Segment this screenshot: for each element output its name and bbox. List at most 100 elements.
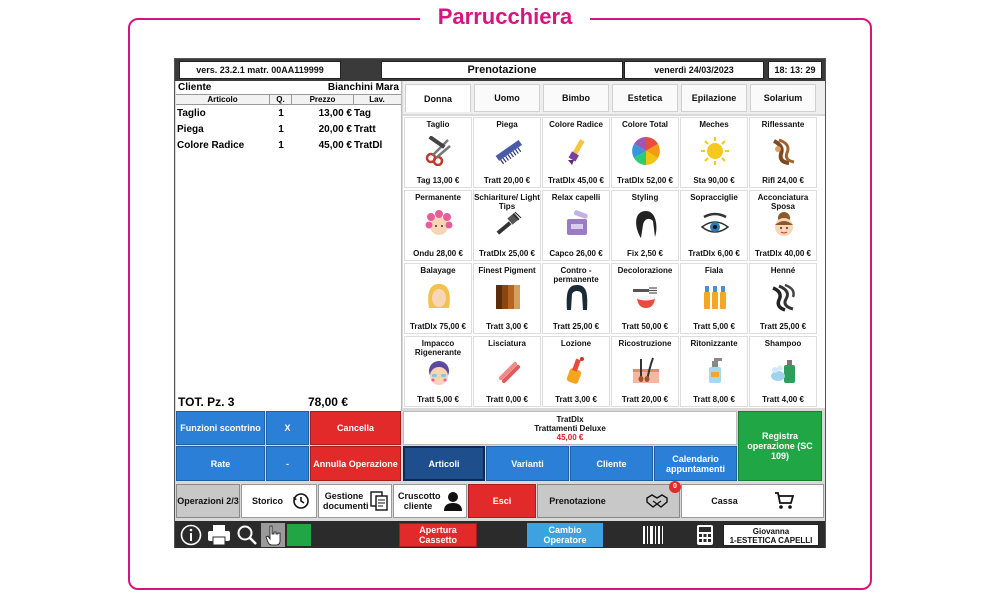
item-lav: Tag	[354, 108, 372, 119]
product-impacco-rigenerante[interactable]: Impacco Rigenerante Tratt 5,00 €	[404, 336, 472, 407]
ticket-header: Articolo Q. Prezzo Lav.	[176, 94, 401, 105]
operator-role: 1-ESTETICA CAPELLI	[729, 536, 813, 545]
storico-label: Storico	[252, 496, 284, 506]
operazioni-button[interactable]: Operazioni 2/3	[176, 484, 240, 518]
product-styling[interactable]: Styling Fix 2,50 €	[611, 190, 679, 261]
product-lisciatura[interactable]: Lisciatura Tratt 0,00 €	[473, 336, 541, 407]
selected-item-price: 45,00 €	[556, 433, 584, 442]
product-colore-total[interactable]: Colore Total TratDlx 52,00 €	[611, 117, 679, 188]
item-qty: 1	[278, 140, 284, 151]
product-sopracciglie[interactable]: Sopracciglie TratDlx 6,00 €	[680, 190, 748, 261]
col-prezzo: Prezzo	[292, 95, 354, 104]
hand-pointer-icon	[265, 525, 281, 546]
product-permanente[interactable]: Permanente Ondu 28,00 €	[404, 190, 472, 261]
product-taglio[interactable]: Taglio Tag 13,00 €	[404, 117, 472, 188]
product-contro-permanente[interactable]: Contro - permanente Tratt 25,00 €	[542, 263, 610, 334]
mask-face-icon	[429, 361, 449, 385]
product-balayage[interactable]: Balayage TratDlx 75,00 €	[404, 263, 472, 334]
selected-item-name: Trattamenti Deluxe	[534, 424, 606, 433]
selected-item-info: TratDlx Trattamenti Deluxe 45,00 €	[403, 411, 737, 445]
cruscotto-cliente-label: Cruscotto cliente	[398, 491, 441, 511]
item-qty: 1	[278, 124, 284, 135]
product-ritonizzante[interactable]: Ritonizzante Tratt 8,00 €	[680, 336, 748, 407]
pump-bottle-icon	[709, 358, 722, 383]
prenotazione-button[interactable]: Prenotazione	[537, 484, 680, 518]
gestione-documenti-button[interactable]: Gestione documenti	[318, 484, 392, 518]
dropper-bottle-icon	[566, 357, 584, 384]
annulla-operazione-button[interactable]: Annulla Operazione	[310, 446, 401, 481]
cassa-label: Cassa	[711, 496, 738, 506]
styled-hair-icon	[636, 211, 657, 238]
delete-x-button[interactable]: X	[266, 411, 309, 445]
search-icon[interactable]	[236, 524, 258, 546]
clock-label: 18: 13: 29	[768, 61, 822, 79]
ticket-panel[interactable]: Cliente Bianchini Mara Articolo Q. Prezz…	[176, 81, 402, 411]
product-decolorazione[interactable]: Decolorazione Tratt 50,00 €	[611, 263, 679, 334]
curlers-icon	[425, 210, 453, 235]
ticket-row[interactable]: Piega 1 20,00 € Tratt	[176, 121, 401, 137]
sun-icon	[701, 137, 729, 165]
product-ricostruzione[interactable]: Ricostruzione Tratt 20,00 €	[611, 336, 679, 407]
shampoo-icon	[771, 360, 795, 383]
cambio-operatore-button[interactable]: Cambio Operatore	[527, 523, 603, 547]
barcode-icon[interactable]	[641, 524, 665, 546]
funzioni-scontrino-button[interactable]: Funzioni scontrino	[176, 411, 265, 445]
operator-name: Giovanna	[752, 527, 790, 536]
straightener-icon	[498, 361, 521, 384]
bride-icon	[775, 212, 793, 236]
rate-button[interactable]: Rate	[176, 446, 265, 481]
tab-epilazione[interactable]: Epilazione	[681, 84, 747, 112]
screen-title: Prenotazione	[381, 61, 623, 79]
cancella-button[interactable]: Cancella	[310, 411, 401, 445]
product-schiariture[interactable]: Schiariture/ Light Tips TratDlx 25,00 €	[473, 190, 541, 261]
prenotazione-label: Prenotazione	[549, 496, 606, 506]
product-lozione[interactable]: Lozione Tratt 3,00 €	[542, 336, 610, 407]
handshake-icon	[646, 494, 668, 508]
info-icon[interactable]	[180, 524, 202, 546]
item-lav: TratDl	[354, 140, 383, 151]
calculator-icon[interactable]	[696, 524, 714, 546]
tab-bimbo[interactable]: Bimbo	[543, 84, 609, 112]
product-piega[interactable]: Piega Tratt 20,00 €	[473, 117, 541, 188]
esci-button[interactable]: Esci	[468, 484, 536, 518]
product-shampoo[interactable]: Shampoo Tratt 4,00 €	[749, 336, 817, 407]
color-wheel-icon	[632, 137, 660, 165]
product-henne[interactable]: Henné Tratt 25,00 €	[749, 263, 817, 334]
ticket-row[interactable]: Colore Radice 1 45,00 € TratDl	[176, 137, 401, 153]
tab-uomo[interactable]: Uomo	[474, 84, 540, 112]
cliente-button[interactable]: Cliente	[570, 446, 653, 481]
top-status-bar: vers. 23.2.1 matr. 00AA119999 Prenotazio…	[175, 59, 825, 81]
total-label: TOT. Pz. 3	[178, 395, 235, 409]
minus-button[interactable]: -	[266, 446, 309, 481]
item-price: 13,00 €	[318, 108, 352, 119]
bottom-bar: Apertura Cassetto Cambio Operatore Giova…	[175, 521, 825, 548]
product-fiala[interactable]: Fiala Tratt 5,00 €	[680, 263, 748, 334]
calendario-appuntamenti-button[interactable]: Calendario appuntamenti	[654, 446, 737, 481]
product-riflessante[interactable]: Riflessante Rifl 24,00 €	[749, 117, 817, 188]
apertura-cassetto-button[interactable]: Apertura Cassetto	[399, 523, 477, 547]
eye-brow-icon	[700, 212, 730, 233]
tab-donna[interactable]: Donna	[405, 84, 471, 112]
product-relax-capelli[interactable]: Relax capelli Capco 26,00 €	[542, 190, 610, 261]
product-acconciatura-sposa[interactable]: Acconciatura Sposa TratDlx 40,00 €	[749, 190, 817, 261]
tab-solarium[interactable]: Solarium	[750, 84, 816, 112]
printer-icon[interactable]	[206, 524, 232, 546]
product-meches[interactable]: Meches Sta 90,00 €	[680, 117, 748, 188]
product-finest-pigment[interactable]: Finest Pigment Tratt 3,00 €	[473, 263, 541, 334]
customer-row[interactable]: Cliente Bianchini Mara	[176, 81, 401, 94]
registra-operazione-button[interactable]: Registra operazione (SC 109)	[738, 411, 822, 481]
touch-mode-button[interactable]	[261, 523, 285, 547]
straight-hair-icon	[566, 285, 588, 310]
ticket-row[interactable]: Taglio 1 13,00 € Tag	[176, 105, 401, 121]
tab-estetica[interactable]: Estetica	[612, 84, 678, 112]
vials-icon	[704, 286, 726, 309]
articoli-button[interactable]: Articoli	[403, 446, 485, 481]
product-colore-radice[interactable]: Colore Radice TratDlx 45,00 €	[542, 117, 610, 188]
cassa-button[interactable]: Cassa	[681, 484, 824, 518]
operator-badge[interactable]: Giovanna 1-ESTETICA CAPELLI	[723, 524, 819, 546]
varianti-button[interactable]: Varianti	[486, 446, 569, 481]
storico-button[interactable]: Storico	[241, 484, 317, 518]
customer-label: Cliente	[178, 82, 212, 93]
total-value: 78,00 €	[307, 395, 348, 409]
cruscotto-cliente-button[interactable]: Cruscotto cliente	[393, 484, 467, 518]
